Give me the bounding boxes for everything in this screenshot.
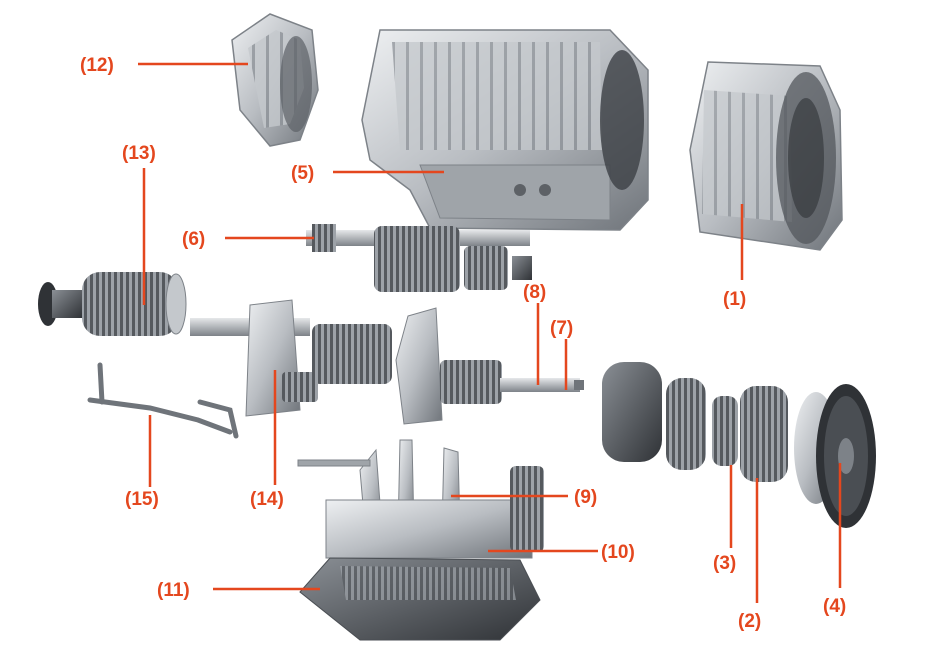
callout-label-4: (4)	[823, 596, 846, 617]
callout-label-7: (7)	[550, 318, 573, 339]
shift-linkage-part	[87, 362, 239, 439]
callout-label-8: (8)	[523, 282, 546, 303]
callout-label-3: (3)	[713, 553, 736, 574]
callout-labels: (12) (5) (1) (13) (6) (8) (7) (15) (14) …	[80, 55, 846, 632]
callout-label-1: (1)	[723, 289, 746, 310]
callout-label-6: (6)	[182, 229, 205, 250]
callout-label-10: (10)	[601, 542, 635, 563]
callout-label-12: (12)	[80, 55, 114, 76]
rear-housing-part	[689, 61, 843, 251]
callout-label-15: (15)	[125, 489, 159, 510]
torque-converter-part	[816, 384, 876, 528]
intermediate-shaft-part	[190, 299, 392, 417]
valve-body-part	[325, 466, 544, 559]
input-shaft-part	[306, 224, 532, 292]
callout-label-13: (13)	[122, 143, 156, 164]
callout-label-11: (11)	[157, 580, 190, 601]
leader-lines	[138, 62, 842, 603]
callout-label-5: (5)	[291, 163, 314, 184]
transmission-case-part	[361, 29, 649, 231]
callout-label-14: (14)	[250, 489, 284, 510]
callout-label-2: (2)	[738, 611, 761, 632]
output-shaft-part	[395, 307, 584, 425]
callout-label-9: (9)	[574, 487, 597, 508]
clutch-assembly-part	[602, 362, 838, 504]
bell-housing-part	[231, 13, 319, 147]
clutch-pack-part	[38, 272, 187, 336]
oil-pan-part	[299, 557, 541, 641]
